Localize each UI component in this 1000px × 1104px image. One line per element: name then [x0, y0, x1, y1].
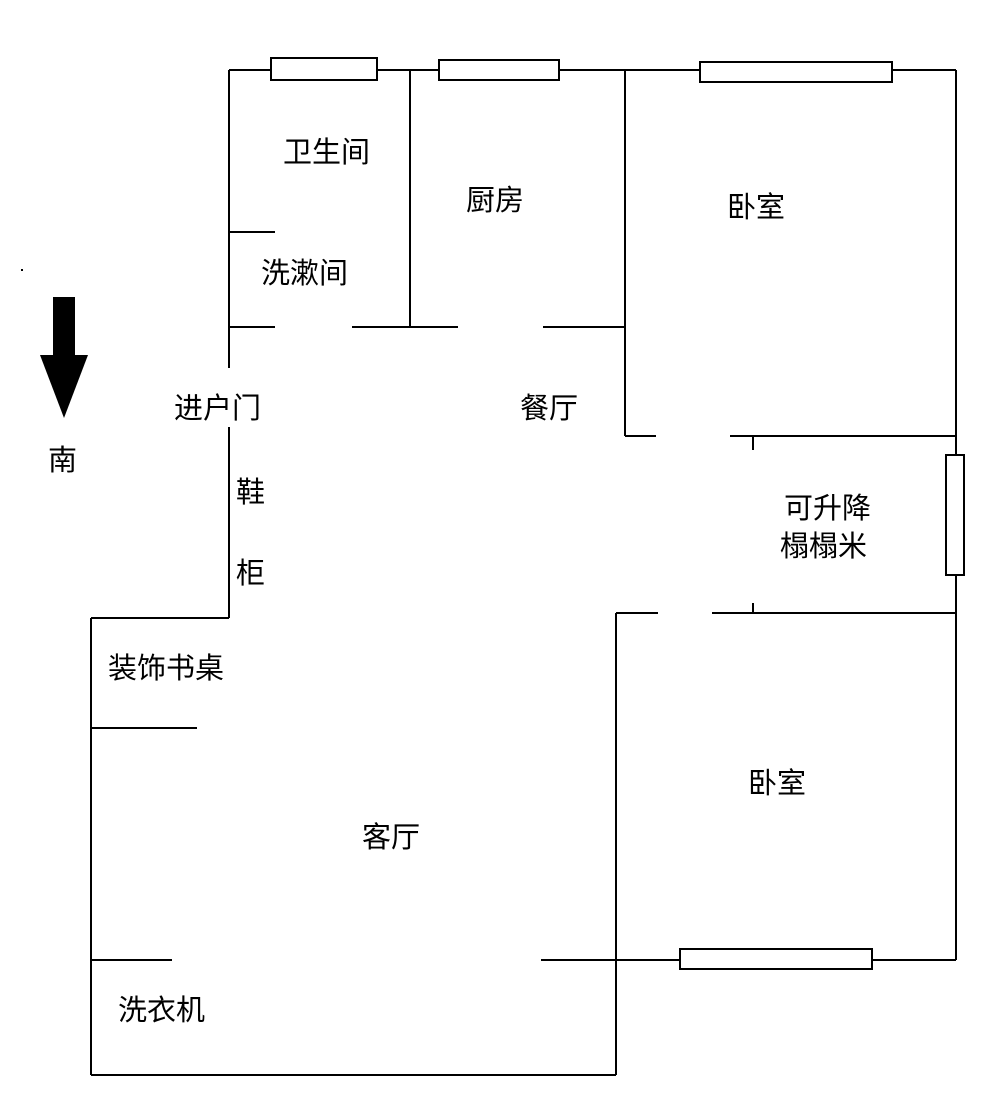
window-bedroom-north: [699, 61, 893, 83]
room-label-washroom: 洗漱间: [261, 256, 348, 290]
south-arrow-icon: [21, 269, 88, 418]
label-shoe-cabinet-2: 柜: [236, 556, 265, 590]
room-label-kitchen: 厨房: [466, 183, 524, 217]
label-entrance: 进户门: [174, 391, 261, 425]
window-bedroom-south: [679, 948, 873, 970]
room-label-tatami-1: 可升降: [784, 491, 871, 525]
label-laundry: 洗衣机: [118, 993, 205, 1027]
compass-label: 南: [48, 443, 77, 477]
window-tatami: [945, 454, 965, 576]
room-label-bedroom-north: 卧室: [727, 190, 785, 224]
room-label-dining: 餐厅: [520, 391, 578, 425]
window-bathroom: [270, 57, 378, 81]
walls: [90, 69, 957, 1076]
window-kitchen: [438, 59, 560, 81]
room-label-bedroom-south: 卧室: [748, 766, 806, 800]
label-desk: 装饰书桌: [108, 651, 224, 685]
label-shoe-cabinet-1: 鞋: [236, 475, 265, 509]
windows: [270, 57, 965, 970]
room-label-tatami-2: 榻榻米: [780, 529, 867, 563]
room-label-living: 客厅: [362, 820, 420, 854]
room-label-bathroom: 卫生间: [283, 135, 370, 169]
